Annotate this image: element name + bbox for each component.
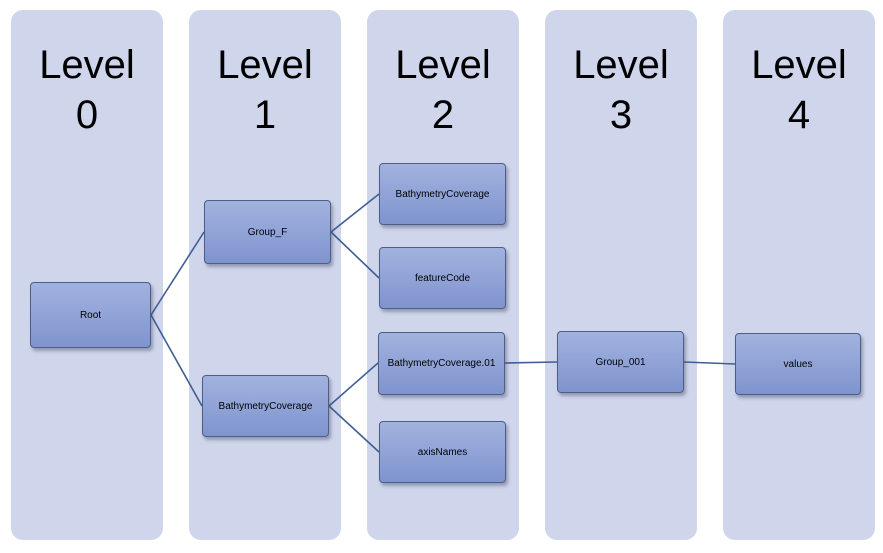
level-4-number: 4	[787, 93, 811, 137]
node-bathymetry-coverage-level-2: BathymetryCoverage	[379, 163, 506, 225]
level-0-number: 0	[75, 93, 99, 137]
level-3-column: Level 3	[545, 10, 697, 540]
level-4-word: Level	[751, 43, 847, 87]
node-root: Root	[30, 282, 151, 348]
level-4-header: Level 4	[723, 40, 875, 140]
node-group-001: Group_001	[557, 331, 684, 393]
level-4-column: Level 4	[723, 10, 875, 540]
node-group-f: Group_F	[204, 200, 331, 264]
level-0-column: Level 0	[11, 10, 163, 540]
node-values: values	[735, 333, 861, 395]
node-axis-names: axisNames	[379, 421, 506, 483]
level-2-number: 2	[431, 93, 455, 137]
node-bathymetry-coverage-level-1: BathymetryCoverage	[202, 375, 329, 437]
level-1-number: 1	[253, 93, 277, 137]
node-feature-code: featureCode	[379, 247, 506, 309]
level-0-header: Level 0	[11, 40, 163, 140]
level-3-number: 3	[609, 93, 633, 137]
level-1-header: Level 1	[189, 40, 341, 140]
level-0-word: Level	[39, 43, 135, 87]
level-1-word: Level	[217, 43, 313, 87]
level-3-header: Level 3	[545, 40, 697, 140]
level-2-word: Level	[395, 43, 491, 87]
node-bathymetry-coverage-01: BathymetryCoverage.01	[378, 332, 505, 395]
level-3-word: Level	[573, 43, 669, 87]
level-1-column: Level 1	[189, 10, 341, 540]
level-2-header: Level 2	[367, 40, 519, 140]
